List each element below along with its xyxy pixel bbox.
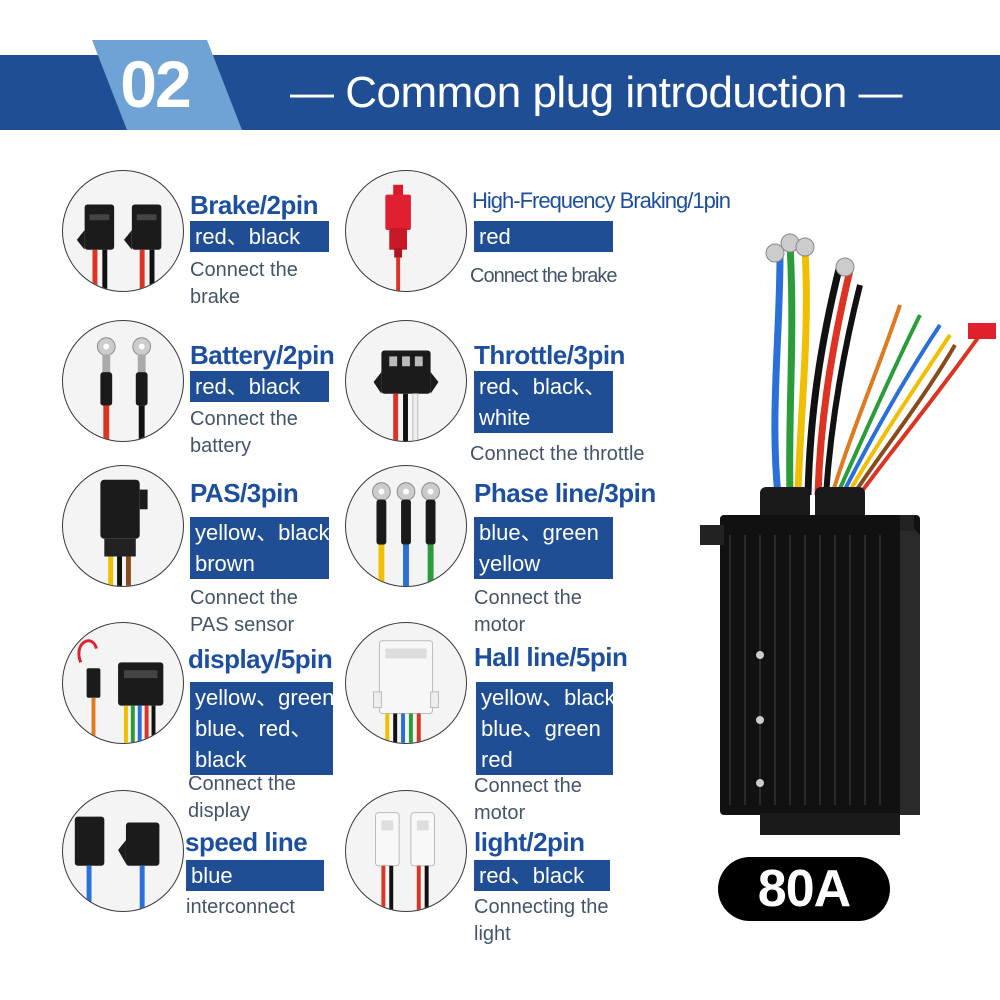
hf-braking-plug-title: High-Frequency Braking/1pin [472, 188, 731, 213]
section-number: 02 [120, 47, 191, 121]
throttle-plug-title: Throttle/3pin [474, 340, 625, 370]
speed-line-plug-title: speed line [185, 827, 308, 857]
number-badge-shape [92, 40, 242, 130]
page-title: — Common plug introduction — [290, 68, 903, 117]
hall-line-connector-image [345, 622, 467, 744]
phase-line-connector-image [345, 465, 467, 587]
pas-plug-title: PAS/3pin [190, 478, 299, 508]
speed-line-wire-colors: blue [186, 860, 324, 891]
light-wire-colors: red、black [474, 860, 610, 891]
phase-line-plug-title: Phase line/3pin [474, 478, 656, 508]
battery-connector-image [62, 320, 184, 442]
throttle-description: Connect the throttle [470, 443, 645, 465]
pas-connector-image [62, 465, 184, 587]
hf-braking-connector-image [345, 170, 467, 292]
display-connector-image [62, 622, 184, 744]
brake-wire-colors: red、black [190, 221, 329, 252]
hall-line-plug-title: Hall line/5pin [474, 642, 628, 672]
brake-plug-title: Brake/2pin [190, 190, 318, 220]
throttle-wire-colors: red、black、white [474, 371, 613, 433]
speed-line-connector-image [62, 790, 184, 912]
hf-braking-description: Connect the brake [470, 265, 617, 287]
current-rating-badge: 80A [718, 857, 890, 921]
display-plug-title: display/5pin [188, 644, 333, 674]
battery-wire-colors: red、black [190, 371, 329, 402]
speed-line-description: interconnect [186, 896, 295, 918]
hf-braking-wire-colors: red [474, 221, 613, 252]
throttle-connector-image [345, 320, 467, 442]
brake-connector-image [62, 170, 184, 292]
light-connector-image [345, 790, 467, 912]
controller-product-image [700, 233, 996, 835]
battery-plug-title: Battery/2pin [190, 340, 335, 370]
light-plug-title: light/2pin [474, 827, 585, 857]
